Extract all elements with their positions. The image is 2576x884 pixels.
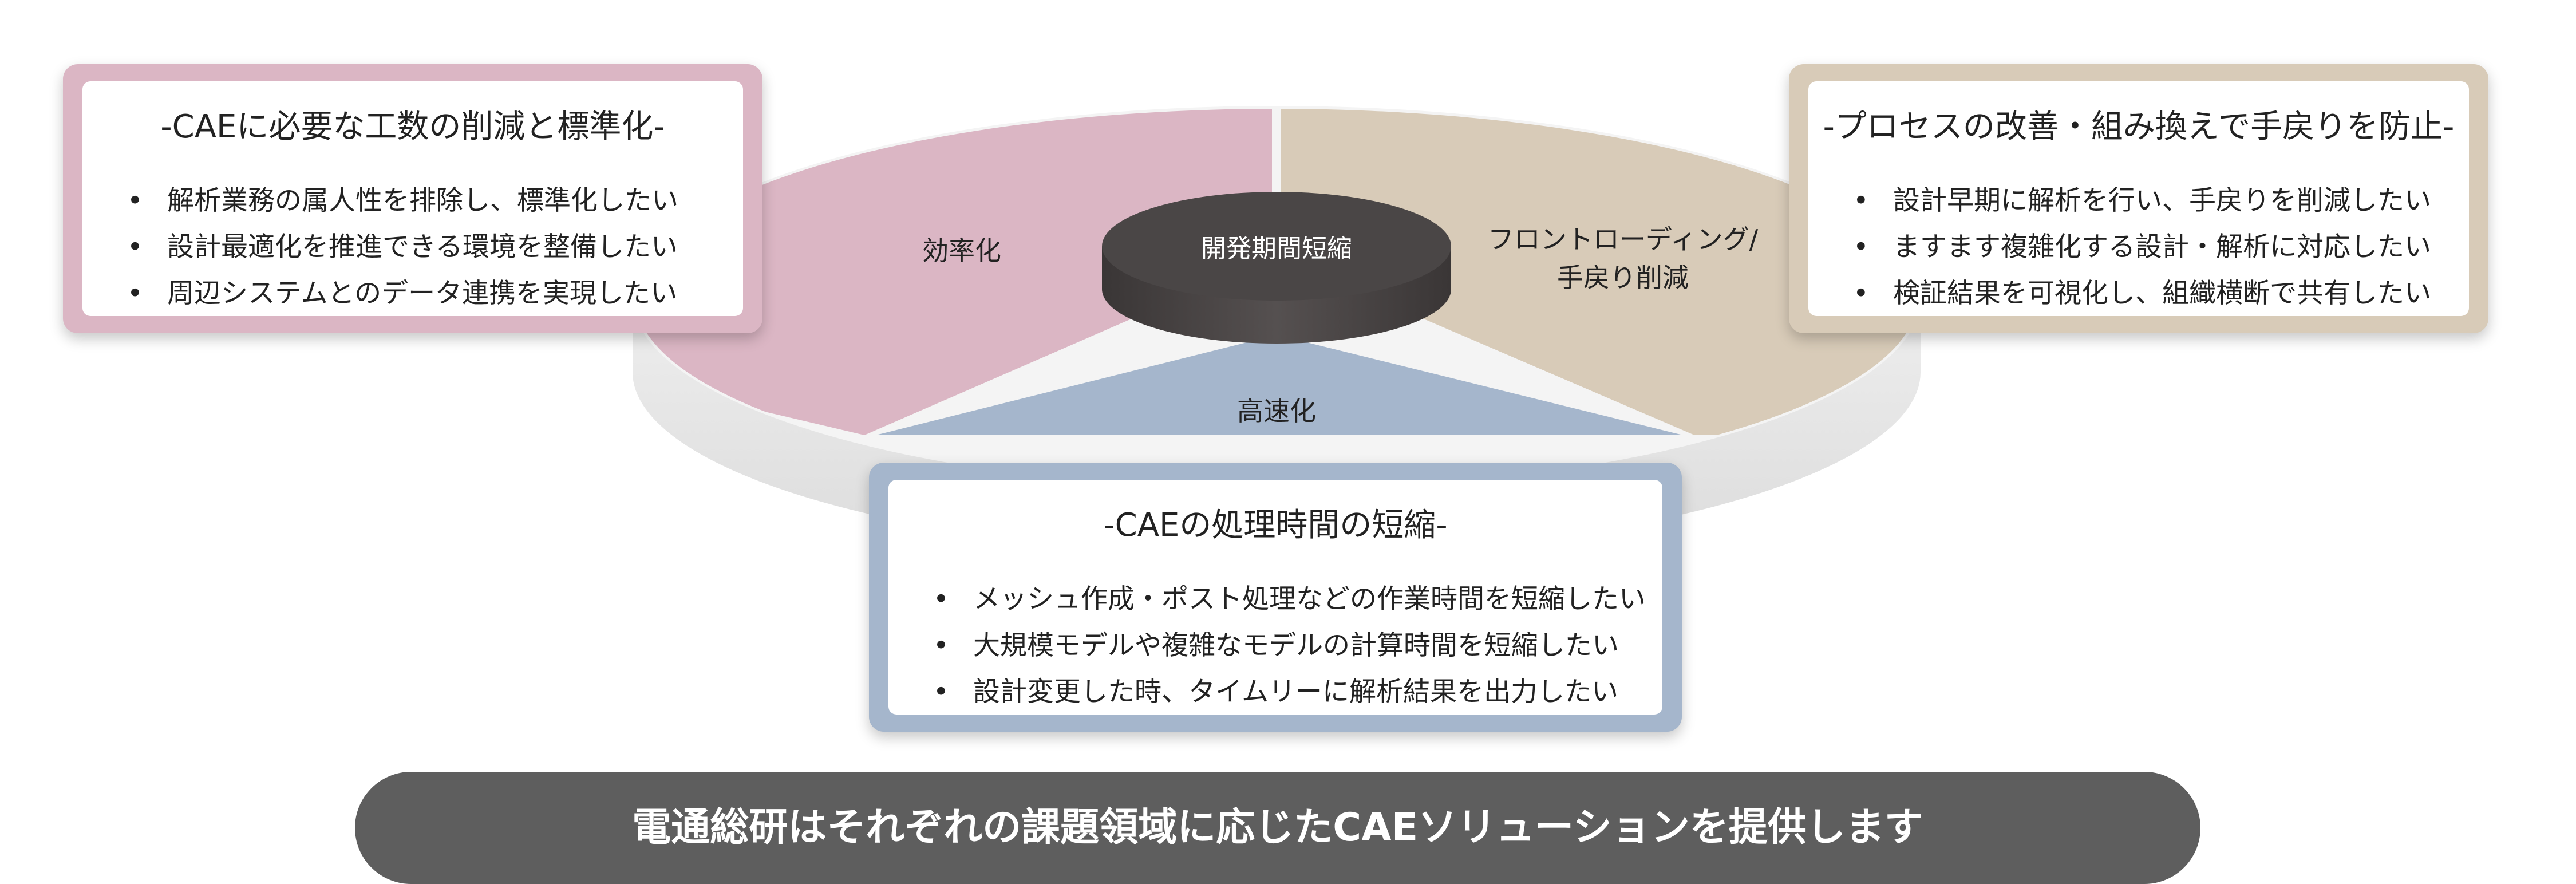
list-item: 設計最適化を推進できる環境を整備したい	[127, 224, 678, 270]
segment-label-frontloading: フロントローディング/ 手戻り削減	[1465, 220, 1780, 297]
segment-label-efficiency: 効率化	[922, 235, 1001, 266]
card-speedup-title: -CAEの処理時間の短縮-	[1103, 507, 1448, 544]
list-item: ますます複雑化する設計・解析に対応したい	[1853, 224, 2431, 270]
segment-label-frontloading-line2: 手戻り削減	[1557, 262, 1689, 293]
list-item: 解析業務の属人性を排除し、標準化したい	[127, 177, 678, 224]
center-label: 開発期間短縮	[1201, 234, 1352, 263]
segment-speedup	[876, 335, 1683, 435]
list-item: 周辺システムとのデータ連携を実現したい	[127, 270, 678, 317]
card-speedup-list: メッシュ作成・ポスト処理などの作業時間を短縮したい 大規模モデルや複雑なモデルの…	[933, 576, 1646, 715]
list-item: 設計早期に解析を行い、手戻りを削減したい	[1853, 177, 2431, 224]
card-frontloading-inner: -プロセスの改善・組み換えで手戻りを防止- 設計早期に解析を行い、手戻りを削減し…	[1808, 81, 2469, 317]
card-frontloading-list: 設計早期に解析を行い、手戻りを削減したい ますます複雑化する設計・解析に対応した…	[1853, 177, 2431, 317]
card-efficiency-list: 解析業務の属人性を排除し、標準化したい 設計最適化を推進できる環境を整備したい …	[127, 177, 678, 317]
card-frontloading-title: -プロセスの改善・組み換えで手戻りを防止-	[1823, 108, 2455, 145]
list-item: 検証結果を可視化し、組織横断で共有したい	[1853, 270, 2431, 317]
list-item: メッシュ作成・ポスト処理などの作業時間を短縮したい	[933, 576, 1646, 622]
center-disc-top	[1102, 192, 1451, 301]
card-frontloading: -プロセスの改善・組み換えで手戻りを防止- 設計早期に解析を行い、手戻りを削減し…	[1789, 64, 2488, 333]
solution-banner: 電通総研はそれぞれの課題領域に応じたCAEソリューションを提供します	[355, 772, 2200, 884]
card-speedup-inner: -CAEの処理時間の短縮- メッシュ作成・ポスト処理などの作業時間を短縮したい …	[888, 480, 1662, 715]
segment-label-speedup: 高速化	[1237, 396, 1316, 427]
list-item: 大規模モデルや複雑なモデルの計算時間を短縮したい	[933, 622, 1646, 669]
list-item: 設計変更した時、タイムリーに解析結果を出力したい	[933, 669, 1646, 715]
card-efficiency-title: -CAEに必要な工数の削減と標準化-	[160, 108, 665, 145]
card-speedup: -CAEの処理時間の短縮- メッシュ作成・ポスト処理などの作業時間を短縮したい …	[869, 463, 1682, 732]
card-efficiency: -CAEに必要な工数の削減と標準化- 解析業務の属人性を排除し、標準化したい 設…	[63, 64, 762, 333]
segment-label-frontloading-line1: フロントローディング/	[1487, 224, 1759, 255]
card-efficiency-inner: -CAEに必要な工数の削減と標準化- 解析業務の属人性を排除し、標準化したい 設…	[82, 81, 743, 317]
